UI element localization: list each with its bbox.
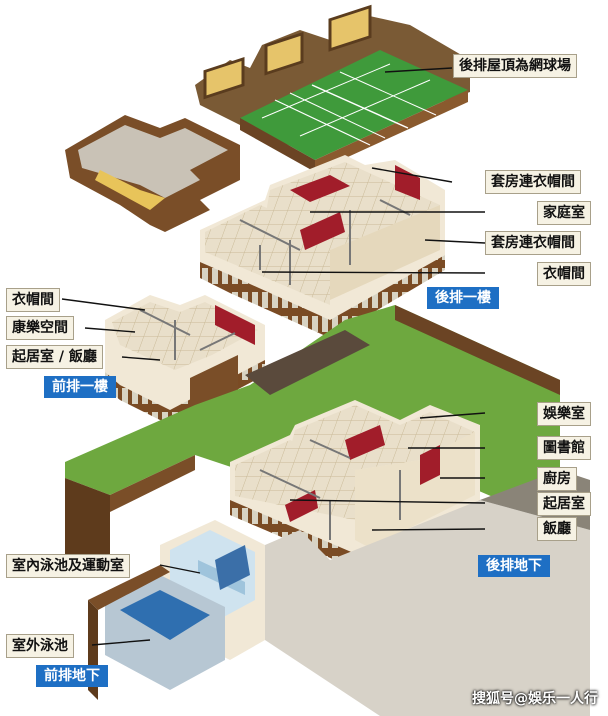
label-living-dining: 起居室 / 飯廳 [6, 345, 103, 369]
front-basement [88, 470, 590, 716]
label-indoor-pool-gym: 室內泳池及運動室 [6, 554, 130, 578]
leader-lines [61, 67, 486, 646]
watermark: 搜狐号@娛乐一人行 [472, 691, 598, 707]
tennis-court [240, 50, 468, 160]
label-entertainment: 娛樂室 [537, 402, 591, 426]
section-back-basement: 後排地下 [478, 555, 550, 577]
front-roof [65, 115, 240, 232]
rooftop-level [195, 4, 470, 172]
back-upper-floor [200, 155, 445, 338]
section-front-basement: 前排地下 [36, 665, 108, 687]
label-dining: 飯廳 [537, 517, 577, 541]
label-family-room: 家庭室 [537, 201, 591, 225]
section-front-upper: 前排一樓 [44, 376, 116, 398]
label-closet-back: 衣帽間 [537, 262, 591, 286]
section-back-upper: 後排一樓 [427, 287, 499, 309]
front-upper-floor [105, 295, 265, 425]
label-rooftop-tennis: 後排屋頂為網球場 [453, 54, 577, 78]
label-closet-front: 衣帽間 [6, 288, 60, 312]
label-kitchen: 廚房 [537, 467, 577, 491]
outdoor-pool [120, 590, 210, 640]
label-living: 起居室 [537, 492, 591, 516]
label-outdoor-pool: 室外泳池 [6, 634, 74, 658]
label-suite-closet-2: 套房連衣帽間 [485, 231, 581, 255]
label-recreation: 康樂空間 [6, 316, 74, 340]
label-library: 圖書館 [537, 436, 591, 460]
label-suite-closet-1: 套房連衣帽間 [485, 170, 581, 194]
